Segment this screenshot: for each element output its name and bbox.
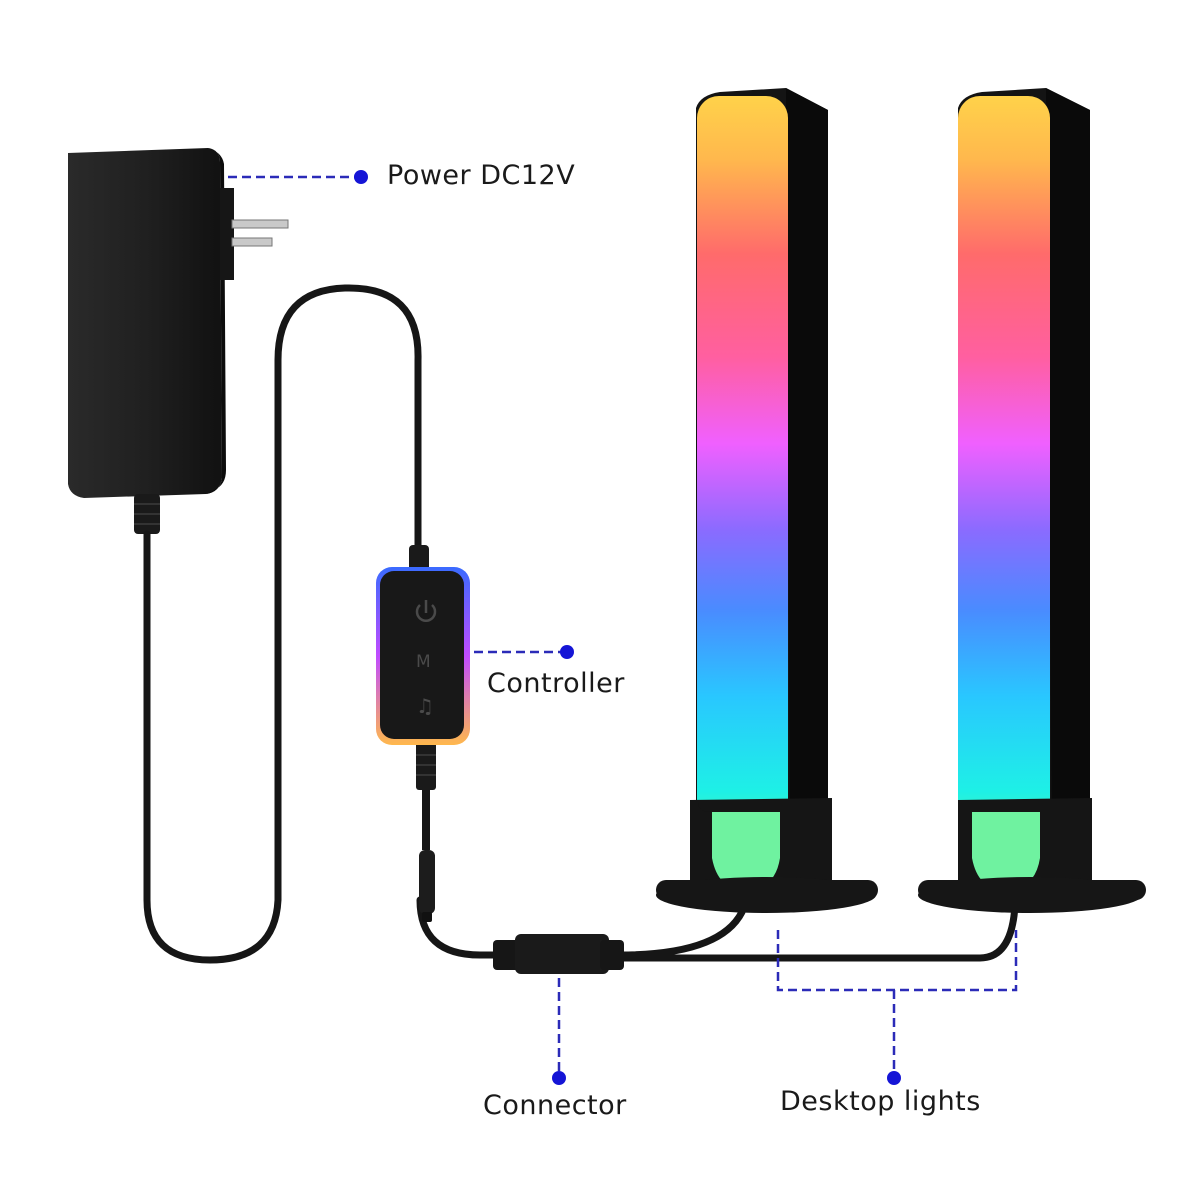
desktop-light-right [918,88,1146,913]
label-controller: Controller [487,668,625,699]
callout-desktop-lights [776,930,1018,1074]
desktop-light-left [656,88,878,913]
mode-icon: M [416,652,431,672]
music-icon: ♫ [416,694,434,718]
connector [493,934,624,974]
power-icon [415,600,437,622]
power-adapter [68,148,289,534]
callout-connector [552,978,566,1085]
callout-desktop-dot [887,1071,901,1085]
label-desktop-lights: Desktop lights [780,1086,981,1117]
callout-controller [474,645,574,659]
label-connector: Connector [483,1090,627,1121]
controller-lower-plug [416,742,436,922]
label-power: Power DC12V [387,160,576,191]
cables [143,284,1019,964]
callout-power [228,170,368,184]
controller: M ♫ [376,567,470,745]
